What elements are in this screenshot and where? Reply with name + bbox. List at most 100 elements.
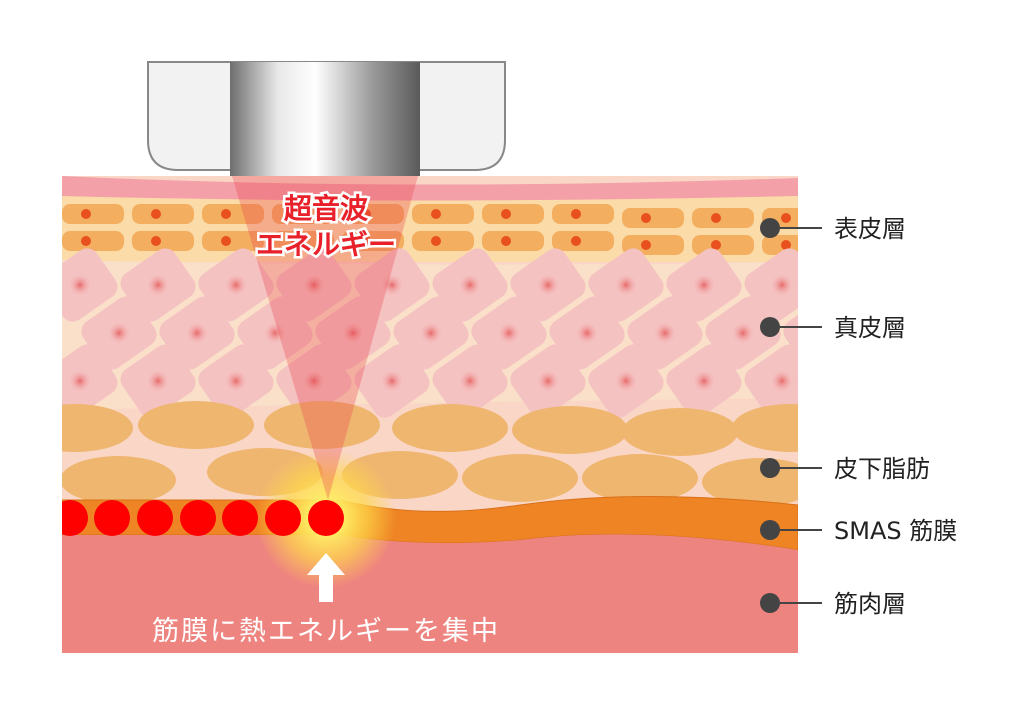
dermis-cell xyxy=(354,248,430,322)
heat-point xyxy=(265,500,301,536)
cell-nucleus xyxy=(81,209,91,219)
layer-label-text: 筋肉層 xyxy=(834,590,906,618)
layer-label: SMAS 筋膜 xyxy=(760,517,957,545)
dermis-cell xyxy=(432,248,508,322)
epidermis-cell xyxy=(132,231,194,251)
layer-label: 真皮層 xyxy=(760,314,906,342)
cell-nucleus xyxy=(641,240,651,250)
beam-label-line1: 超音波 xyxy=(284,192,369,225)
dermis-cells xyxy=(62,248,798,418)
ultrasound-device xyxy=(147,61,506,176)
cell-nucleus xyxy=(361,209,371,219)
heat-point xyxy=(180,500,216,536)
epidermis-cell xyxy=(412,204,474,224)
epidermis-cell xyxy=(622,208,684,228)
cell-nucleus xyxy=(711,240,721,250)
heat-point xyxy=(222,500,258,536)
cell-nucleus xyxy=(151,236,161,246)
layer-label: 皮下脂肪 xyxy=(760,455,930,483)
epidermis-cell xyxy=(272,231,334,251)
cell-nucleus xyxy=(501,209,511,219)
beam-label-line2: エネルギー xyxy=(256,228,396,261)
dermis-cell xyxy=(705,296,781,370)
dermis-cell xyxy=(432,344,508,418)
fat-cell xyxy=(462,454,578,502)
heat-point xyxy=(94,500,130,536)
dermis-cell xyxy=(315,296,391,370)
cell-nucleus xyxy=(361,236,371,246)
layer-label-text: 表皮層 xyxy=(834,215,906,243)
dermis-cell xyxy=(276,248,352,322)
cell-nucleus xyxy=(431,236,441,246)
dermis-cell xyxy=(120,344,196,418)
epidermis-cell xyxy=(692,235,754,255)
epidermis-cell xyxy=(342,231,404,251)
layer-label: 表皮層 xyxy=(760,215,906,243)
dermis-cell xyxy=(393,296,469,370)
cell-nucleus xyxy=(641,213,651,223)
cell-nucleus xyxy=(151,209,161,219)
dermis-cell xyxy=(744,248,798,322)
cell-nucleus xyxy=(81,236,91,246)
fat-cell xyxy=(622,408,738,456)
cell-nucleus xyxy=(711,213,721,223)
heat-points xyxy=(62,500,344,536)
dermis-cell xyxy=(510,344,586,418)
dermis-cell xyxy=(62,344,118,418)
heat-point xyxy=(62,500,88,536)
dermis-cell xyxy=(471,296,547,370)
epidermis-cells xyxy=(62,204,798,255)
heat-point xyxy=(308,500,344,536)
dermis-cell xyxy=(666,344,742,418)
cell-nucleus xyxy=(501,236,511,246)
dermis-cell xyxy=(81,296,157,370)
epidermis-cell xyxy=(62,204,124,224)
cell-nucleus xyxy=(221,209,231,219)
epidermis-cell xyxy=(552,231,614,251)
dermis-cell xyxy=(588,344,664,418)
dermis-cell xyxy=(159,296,235,370)
cell-nucleus xyxy=(291,209,301,219)
fat-cell xyxy=(512,406,628,454)
epidermis-cell xyxy=(272,204,334,224)
layer-label-text: 皮下脂肪 xyxy=(834,455,930,483)
fat-cells xyxy=(62,401,798,506)
dermis-cell xyxy=(198,248,274,322)
cell-nucleus xyxy=(781,213,791,223)
cell-nucleus xyxy=(221,236,231,246)
dermis-cell xyxy=(120,248,196,322)
dermis-cell xyxy=(627,296,703,370)
dermis-cell xyxy=(62,248,118,322)
fat-cell xyxy=(392,404,508,452)
cell-nucleus xyxy=(431,209,441,219)
dermis-cell xyxy=(354,344,430,418)
fat-cell xyxy=(62,456,176,504)
epidermis-cell xyxy=(132,204,194,224)
layer-label-text: SMAS 筋膜 xyxy=(834,517,957,545)
fat-cell xyxy=(732,404,798,452)
epidermis-cell xyxy=(342,204,404,224)
epidermis-cell xyxy=(202,204,264,224)
ultrasound-beam xyxy=(232,176,418,500)
epidermis-cell xyxy=(62,231,124,251)
cell-nucleus xyxy=(571,209,581,219)
fat-cell xyxy=(582,454,698,502)
layer-label: 筋肉層 xyxy=(760,590,906,618)
fat-cell xyxy=(264,401,380,449)
dermis-cell xyxy=(237,296,313,370)
epidermis-cell xyxy=(692,208,754,228)
dermis-cell xyxy=(666,248,742,322)
epidermis-cell xyxy=(482,204,544,224)
epidermis-cell xyxy=(552,204,614,224)
dermis-cell xyxy=(549,296,625,370)
cell-nucleus xyxy=(781,240,791,250)
muscle-layer xyxy=(62,534,798,653)
dermis-cell xyxy=(510,248,586,322)
dermis-cell xyxy=(744,344,798,418)
up-arrow-icon xyxy=(307,553,345,602)
dermis-cell xyxy=(588,248,664,322)
epidermis-cell xyxy=(412,231,474,251)
dermis-cell xyxy=(198,344,274,418)
epidermis-cell xyxy=(482,231,544,251)
